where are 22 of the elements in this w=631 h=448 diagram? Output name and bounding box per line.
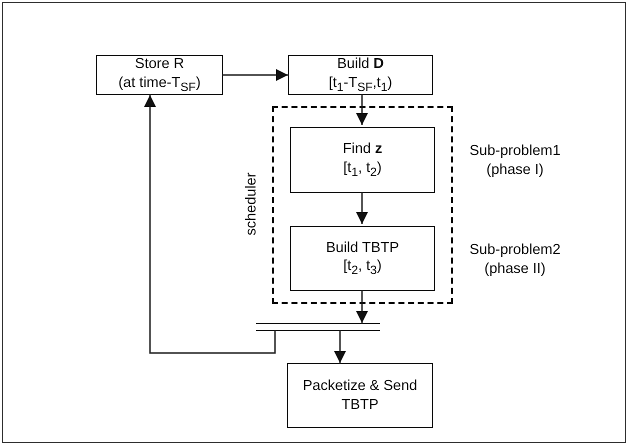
- arrow: [356, 191, 368, 224]
- box-text: Find z: [342, 140, 382, 159]
- box-text: Build D: [337, 55, 384, 74]
- arrow: [356, 289, 368, 323]
- process-box: [288, 55, 433, 95]
- box-text: [t$_{1}$-T$_{SF}$,t$_{1}$): [328, 74, 392, 95]
- process-box: [96, 55, 223, 95]
- box-text: (at time-T$_{SF}$): [118, 74, 201, 95]
- group-label: scheduler: [243, 172, 260, 236]
- phase-label: Sub-problem1 (phase I): [468, 142, 562, 180]
- arrow: [223, 69, 288, 81]
- box-text: [t$_{2}$, t$_{3}$): [343, 257, 382, 278]
- arrow: [334, 331, 346, 363]
- box-text: Packetize & Send TBTP: [302, 377, 418, 414]
- phase-label: Sub-problem2 (phase II): [468, 241, 562, 279]
- box-text: Store R: [134, 55, 184, 74]
- box-text: [t$_{1}$, t$_{2}$): [343, 158, 382, 180]
- box-text: Build TBTP: [326, 238, 400, 258]
- arrow: [144, 95, 276, 354]
- arrow: [356, 95, 368, 125]
- sync-bar: [256, 323, 380, 331]
- process-box: [287, 363, 433, 428]
